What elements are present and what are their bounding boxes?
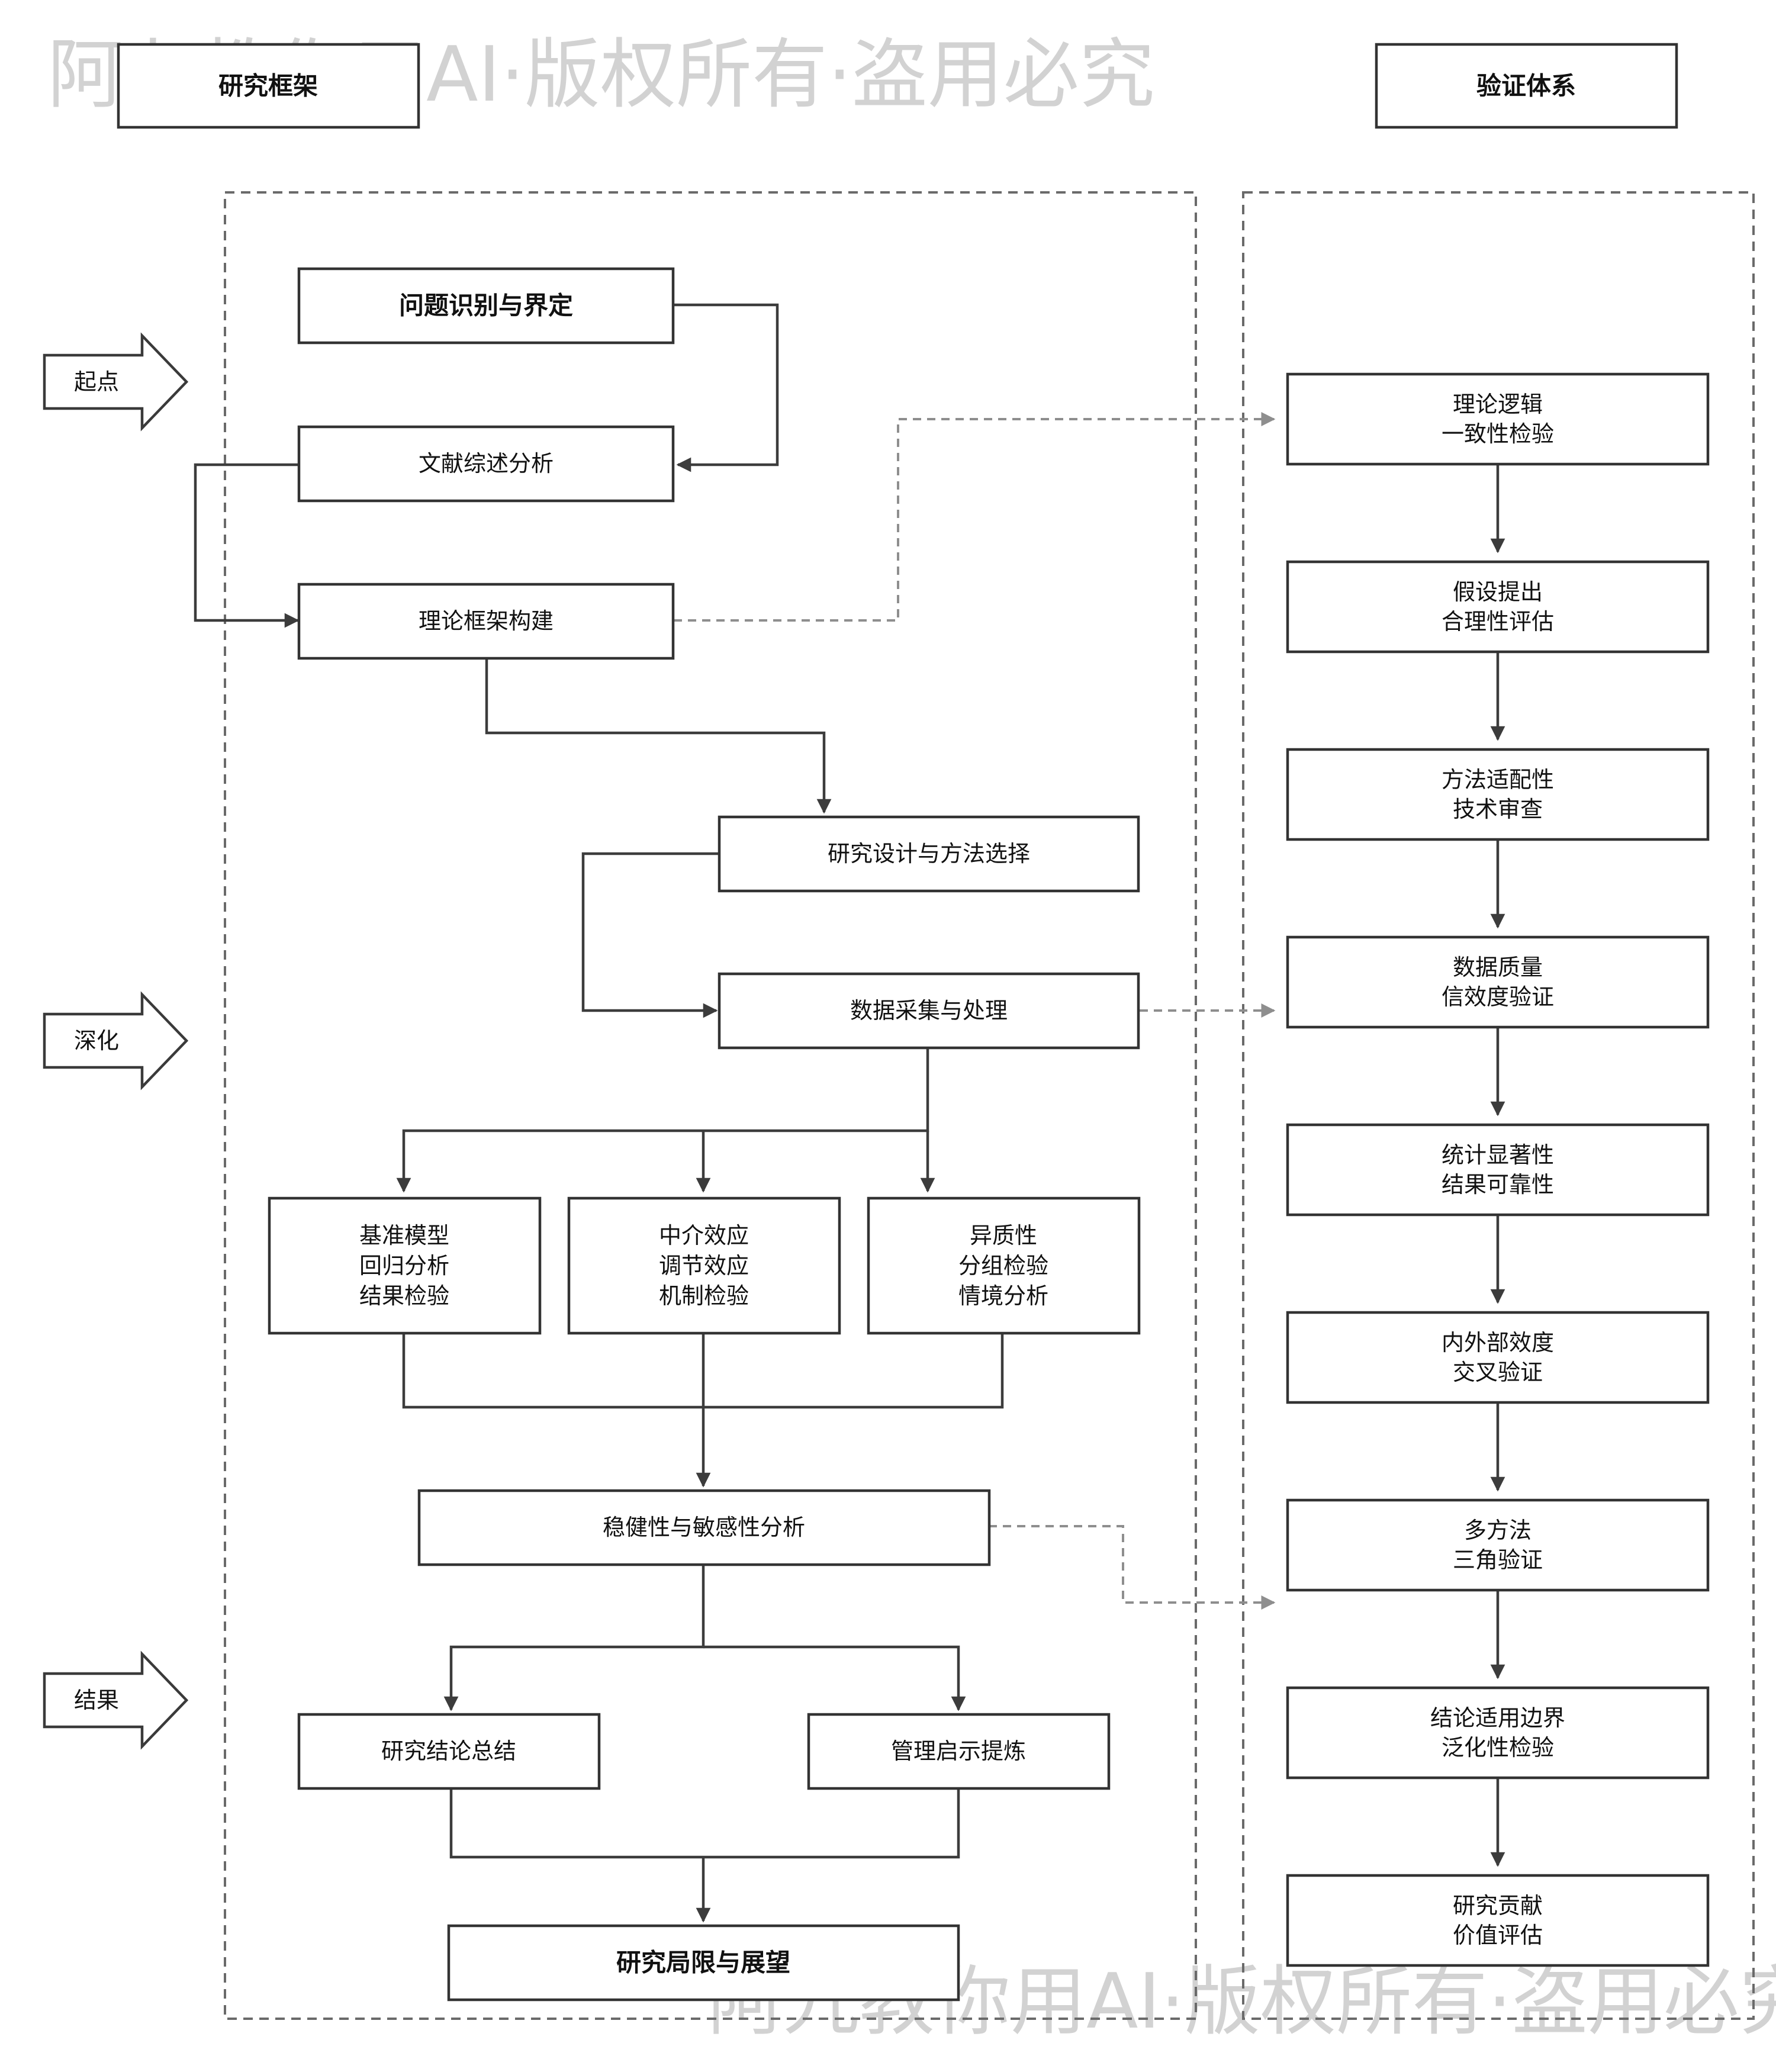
validation-header-label: 验证体系	[1476, 72, 1576, 101]
box-data-collection: 数据采集与处理	[718, 972, 1140, 1050]
box-heterogeneity-line-2: 分组检验	[958, 1253, 1048, 1279]
framework-region	[224, 191, 1197, 2020]
validation-box-7-line-2: 三角验证	[1453, 1547, 1543, 1573]
validation-box-2: 假设提出 合理性评估	[1286, 560, 1710, 654]
connector-data-to-baseline	[396, 1048, 929, 1193]
box-literature-review: 文献综述分析	[297, 425, 675, 503]
dashed-link-theory-to-logic-check	[674, 412, 1276, 622]
box-research-design: 研究设计与方法选择	[718, 815, 1140, 893]
validation-box-6: 内外部效度 交叉验证	[1286, 1311, 1710, 1404]
box-limitation-label: 研究局限与展望	[616, 1948, 790, 1977]
box-mechanism-line-2: 调节效应	[659, 1253, 749, 1279]
connector-results-merge	[449, 1789, 960, 1859]
side-arrow-result: 结果	[43, 1650, 189, 1750]
validation-box-9: 研究贡献 价值评估	[1286, 1874, 1710, 1967]
box-mechanism-line-3: 机制检验	[659, 1283, 749, 1309]
box-limitation: 研究局限与展望	[447, 1924, 960, 2002]
box-conclusion: 研究结论总结	[297, 1713, 601, 1790]
box-heterogeneity-line-3: 情境分析	[958, 1283, 1048, 1309]
box-conclusion-label: 研究结论总结	[381, 1738, 516, 1764]
box-research-design-label: 研究设计与方法选择	[828, 841, 1030, 867]
box-baseline-line-1: 基准模型	[359, 1222, 449, 1249]
validation-box-8-line-1: 结论适用边界	[1430, 1705, 1565, 1731]
dashed-link-robustness-to-triangulation	[989, 1525, 1276, 1610]
box-literature-review-label: 文献综述分析	[419, 451, 554, 477]
side-arrow-result-label: 结果	[74, 1687, 119, 1713]
box-managerial-implication: 管理启示提炼	[807, 1713, 1111, 1790]
validation-box-8-line-2: 泛化性检验	[1442, 1735, 1554, 1761]
box-heterogeneity: 异质性 分组检验 情境分析	[867, 1196, 1141, 1335]
validation-box-5-line-1: 统计显著性	[1442, 1142, 1554, 1168]
validation-box-4-line-1: 数据质量	[1453, 954, 1543, 980]
validation-box-8: 结论适用边界 泛化性检验	[1286, 1686, 1710, 1780]
framework-header-label: 研究框架	[218, 72, 318, 101]
box-mechanism: 中介效应 调节效应 机制检验	[567, 1196, 841, 1335]
validation-box-3-line-1: 方法适配性	[1442, 767, 1554, 793]
validation-box-7: 多方法 三角验证	[1286, 1498, 1710, 1592]
side-arrow-deepen-label: 深化	[74, 1028, 119, 1054]
side-arrow-deepen: 深化	[43, 991, 189, 1090]
validation-box-2-line-1: 假设提出	[1453, 579, 1543, 605]
validation-box-9-line-1: 研究贡献	[1453, 1893, 1543, 1919]
connector-theory-to-design	[485, 659, 832, 814]
box-managerial-implication-label: 管理启示提炼	[891, 1738, 1026, 1764]
validation-header: 验证体系	[1375, 43, 1678, 129]
connector-problem-to-literature	[673, 303, 779, 472]
box-data-collection-label: 数据采集与处理	[850, 998, 1008, 1024]
side-arrow-start-label: 起点	[74, 369, 119, 395]
validation-box-5: 统计显著性 结果可靠性	[1286, 1123, 1710, 1217]
box-baseline-model: 基准模型 回归分析 结果检验	[268, 1196, 542, 1335]
validation-box-6-line-1: 内外部效度	[1442, 1330, 1554, 1356]
box-theory-framework-label: 理论框架构建	[419, 608, 554, 634]
validation-box-2-line-2: 合理性评估	[1442, 609, 1554, 635]
validation-box-4-line-2: 信效度验证	[1442, 984, 1554, 1010]
box-robustness-label: 稳健性与敏感性分析	[603, 1514, 805, 1540]
validation-box-6-line-2: 交叉验证	[1453, 1359, 1543, 1385]
box-mechanism-line-1: 中介效应	[659, 1222, 749, 1249]
box-theory-framework: 理论框架构建	[297, 583, 675, 660]
validation-box-1-line-1: 理论逻辑	[1453, 391, 1543, 417]
validation-box-4: 数据质量 信效度验证	[1286, 935, 1710, 1029]
box-baseline-line-3: 结果检验	[359, 1283, 449, 1309]
box-robustness: 稳健性与敏感性分析	[417, 1489, 991, 1566]
connector-design-to-data	[581, 852, 718, 1018]
box-problem-definition: 问题识别与界定	[297, 267, 675, 345]
validation-box-7-line-1: 多方法	[1464, 1517, 1532, 1543]
validation-region	[1242, 191, 1755, 2020]
validation-box-5-line-2: 结果可靠性	[1442, 1172, 1554, 1198]
connector-robustness-to-conclusion	[443, 1566, 705, 1711]
side-arrow-start: 起点	[43, 332, 189, 432]
box-problem-definition-label: 问题识别与界定	[399, 291, 573, 320]
connector-literature-to-theory	[194, 463, 300, 628]
box-baseline-line-2: 回归分析	[359, 1253, 449, 1279]
connector-robustness-to-implication	[703, 1645, 966, 1711]
validation-box-3: 方法适配性 技术审查	[1286, 748, 1710, 841]
validation-box-1-line-2: 一致性检验	[1442, 421, 1554, 447]
validation-box-3-line-2: 技术审查	[1453, 796, 1543, 822]
validation-box-1: 理论逻辑 一致性检验	[1286, 372, 1710, 466]
framework-header: 研究框架	[117, 43, 420, 129]
box-heterogeneity-line-1: 异质性	[970, 1222, 1037, 1249]
validation-box-9-line-2: 价值评估	[1453, 1922, 1543, 1948]
